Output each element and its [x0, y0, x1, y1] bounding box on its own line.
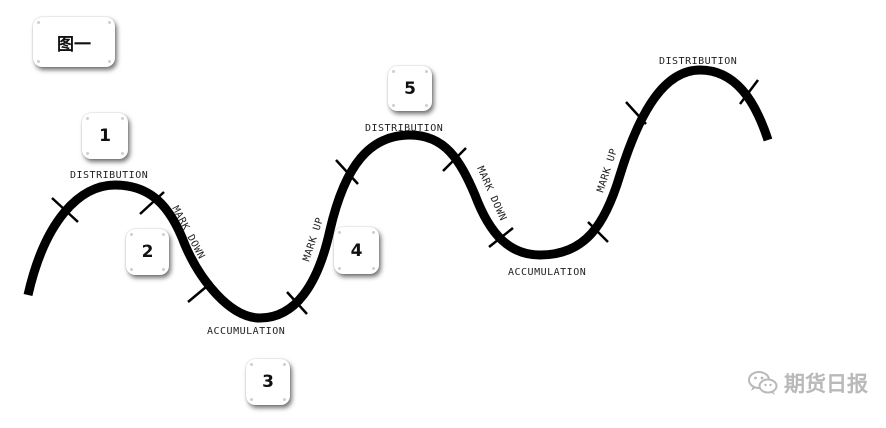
tick [335, 159, 359, 185]
phase-badge-4: 4 [334, 227, 379, 274]
watermark-text: 期货日报 [784, 372, 868, 396]
tick [187, 281, 213, 303]
tick [739, 79, 759, 105]
label-distribution-1: DISTRIBUTION [70, 170, 148, 181]
tick [442, 147, 467, 172]
phase-badge-1: 1 [82, 113, 128, 159]
phase-badge-number: 5 [404, 78, 416, 99]
phase-badge-3: 3 [246, 359, 290, 405]
price-cycle-curve [23, 65, 773, 323]
phase-badge-2: 2 [126, 229, 169, 275]
wechat-icon [748, 371, 778, 395]
phase-badge-number: 4 [350, 240, 363, 261]
label-accumulation-1: ACCUMULATION [207, 326, 285, 337]
phase-badge-number: 2 [141, 242, 154, 262]
figure-label-badge: 图一 [33, 17, 115, 67]
tick [139, 191, 165, 215]
phase-badge-number: 1 [99, 126, 111, 146]
tick [488, 227, 514, 248]
watermark: 期货日报 [748, 368, 868, 398]
tick [286, 291, 308, 315]
phase-boundary-ticks [51, 79, 759, 315]
tick [625, 101, 647, 125]
phase-badge-number: 3 [262, 372, 274, 392]
label-accumulation-2: ACCUMULATION [508, 267, 586, 278]
label-distribution-2: DISTRIBUTION [365, 123, 443, 134]
tick [587, 221, 609, 243]
label-distribution-3: DISTRIBUTION [659, 56, 737, 67]
figure-label-text: 图一 [57, 34, 91, 55]
phase-badge-5: 5 [388, 66, 432, 111]
tick [51, 197, 79, 223]
